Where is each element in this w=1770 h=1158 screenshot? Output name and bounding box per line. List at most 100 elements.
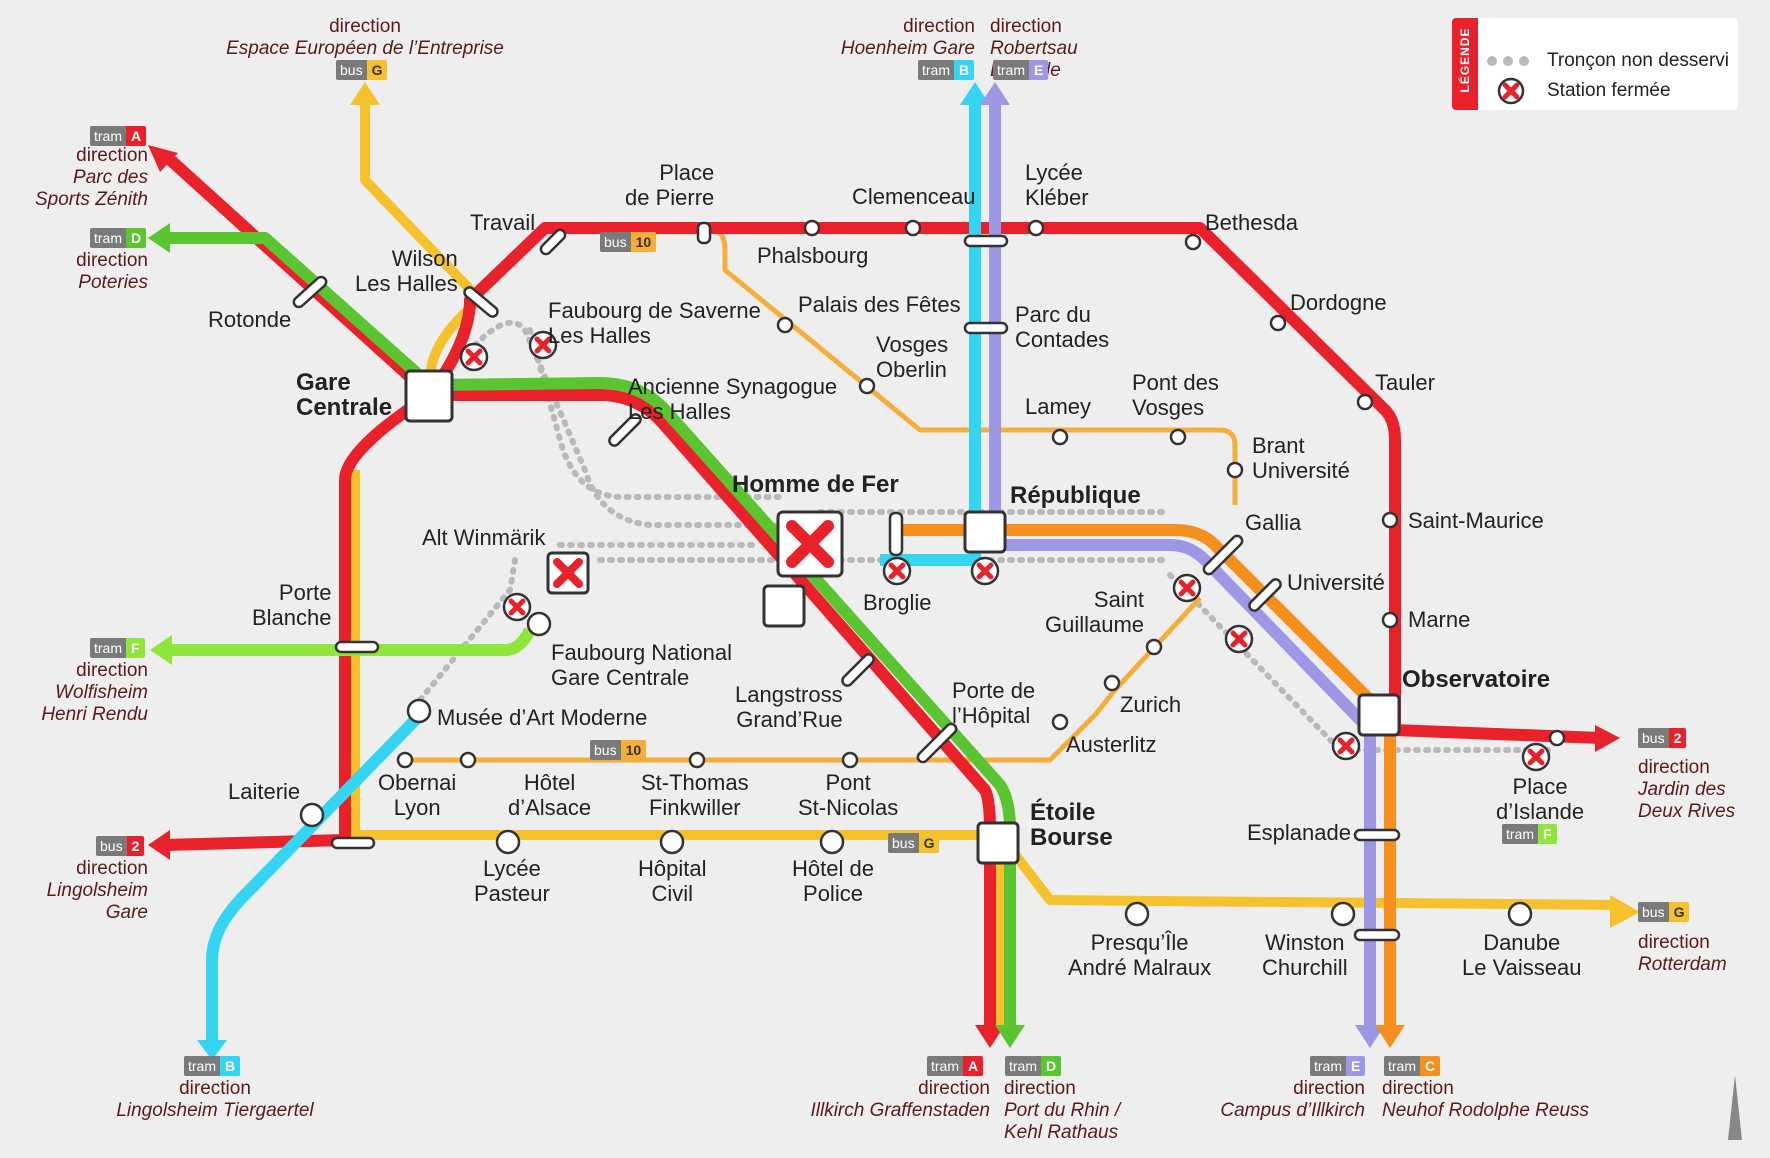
tram-a-arrows: [148, 145, 1620, 1048]
label-wilson: Wilson Les Halles: [355, 246, 458, 296]
closed-crosses: [465, 336, 1545, 766]
north-arrow-icon: [1728, 1075, 1742, 1140]
label-alt-winmarik: Alt Winmärik: [422, 525, 546, 550]
legend-closed: Station fermée: [1547, 80, 1671, 101]
label-republique: République: [1010, 482, 1141, 509]
label-vosges-oberlin: Vosges Oberlin: [876, 332, 949, 382]
label-pont-des-vosges: Pont des Vosges: [1132, 370, 1219, 420]
tram-e-arrow: [980, 82, 1010, 105]
label-obernai: Obernai Lyon: [378, 770, 457, 820]
label-marne: Marne: [1408, 607, 1471, 632]
hub-stations: [404, 369, 1401, 865]
label-st-thomas: St-Thomas Finkwiller: [641, 770, 749, 820]
legend: LÉGENDE Tronçon non desservi Station fer…: [1452, 18, 1738, 110]
tram-d-line: [165, 232, 1016, 1030]
label-dordogne: Dordogne: [1290, 290, 1387, 315]
label-hotel-police: Hôtel de Police: [792, 856, 874, 906]
label-lamey: Lamey: [1025, 394, 1092, 419]
label-brant-universite: Brant Université: [1252, 433, 1350, 483]
label-lycee-kleber: Lycée Kléber: [1025, 160, 1089, 210]
label-clemenceau: Clemenceau: [852, 184, 976, 209]
label-porte-hopital: Porte de l’Hôpital: [952, 678, 1036, 728]
tram-c-line: [900, 524, 1396, 1030]
label-zurich: Zurich: [1120, 692, 1182, 717]
tram-b-arrows: [197, 82, 990, 1060]
tram-e-arrow-south: [1355, 1025, 1385, 1048]
label-place-islande: Place d’Islande: [1496, 774, 1585, 824]
dotted-line-icon: [1487, 56, 1529, 66]
bus-g-arrows: [350, 82, 1640, 928]
label-tauler: Tauler: [1375, 370, 1435, 395]
label-winston: Winston Churchill: [1262, 930, 1348, 980]
label-saint-maurice: Saint-Maurice: [1408, 508, 1544, 533]
label-gare-centrale: Gare Centrale: [296, 369, 393, 421]
tram-f-arrow: [150, 635, 172, 665]
label-parc-contades: Parc du Contades: [1015, 302, 1110, 352]
legend-tab: [1452, 18, 1478, 110]
label-hopital-civil: Hôpital Civil: [638, 856, 707, 906]
label-gallia: Gallia: [1245, 510, 1302, 535]
legend-not-served: Tronçon non desservi: [1547, 50, 1730, 71]
label-laiterie: Laiterie: [228, 779, 301, 804]
station-stops: [299, 219, 1566, 927]
label-rotonde: Rotonde: [208, 307, 292, 332]
label-travail: Travail: [470, 210, 536, 235]
label-austerlitz: Austerlitz: [1066, 732, 1157, 757]
label-porte-blanche: Porte Blanche: [252, 580, 332, 630]
label-homme-de-fer: Homme de Fer: [732, 471, 899, 498]
label-saint-guillaume: Saint Guillaume: [1045, 587, 1145, 637]
closed-stations: [546, 510, 844, 595]
label-presqu-ile: Presqu’Île André Malraux: [1068, 930, 1212, 980]
tram-c-arrow: [1375, 1025, 1405, 1048]
label-palais-des-fetes: Palais des Fêtes: [798, 292, 961, 317]
label-universite: Université: [1287, 570, 1385, 595]
label-etoile-bourse: Étoile Bourse: [1030, 799, 1113, 851]
tram-d-arrows: [148, 223, 1025, 1048]
label-musee: Musée d’Art Moderne: [437, 705, 648, 730]
station-pills: [292, 221, 1401, 942]
closed-station-icon: [1497, 77, 1525, 105]
label-pont-st-nicolas: Pont St-Nicolas: [798, 770, 899, 820]
tram-e-line: [989, 100, 1376, 1030]
label-broglie: Broglie: [863, 590, 932, 615]
tram-f-line: [165, 627, 536, 656]
homme-de-fer-closed: [776, 510, 844, 578]
alt-winmarik-closed: [546, 551, 590, 595]
label-faubourg-saverne: Faubourg de Saverne Les Halles: [548, 298, 761, 348]
label-langstross: Langstross Grand’Rue: [735, 682, 843, 732]
label-place-de-pierre: Place de Pierre: [625, 160, 715, 210]
label-bethesda: Bethesda: [1205, 210, 1298, 235]
label-faubourg-national: Faubourg National Gare Centrale: [551, 640, 733, 690]
